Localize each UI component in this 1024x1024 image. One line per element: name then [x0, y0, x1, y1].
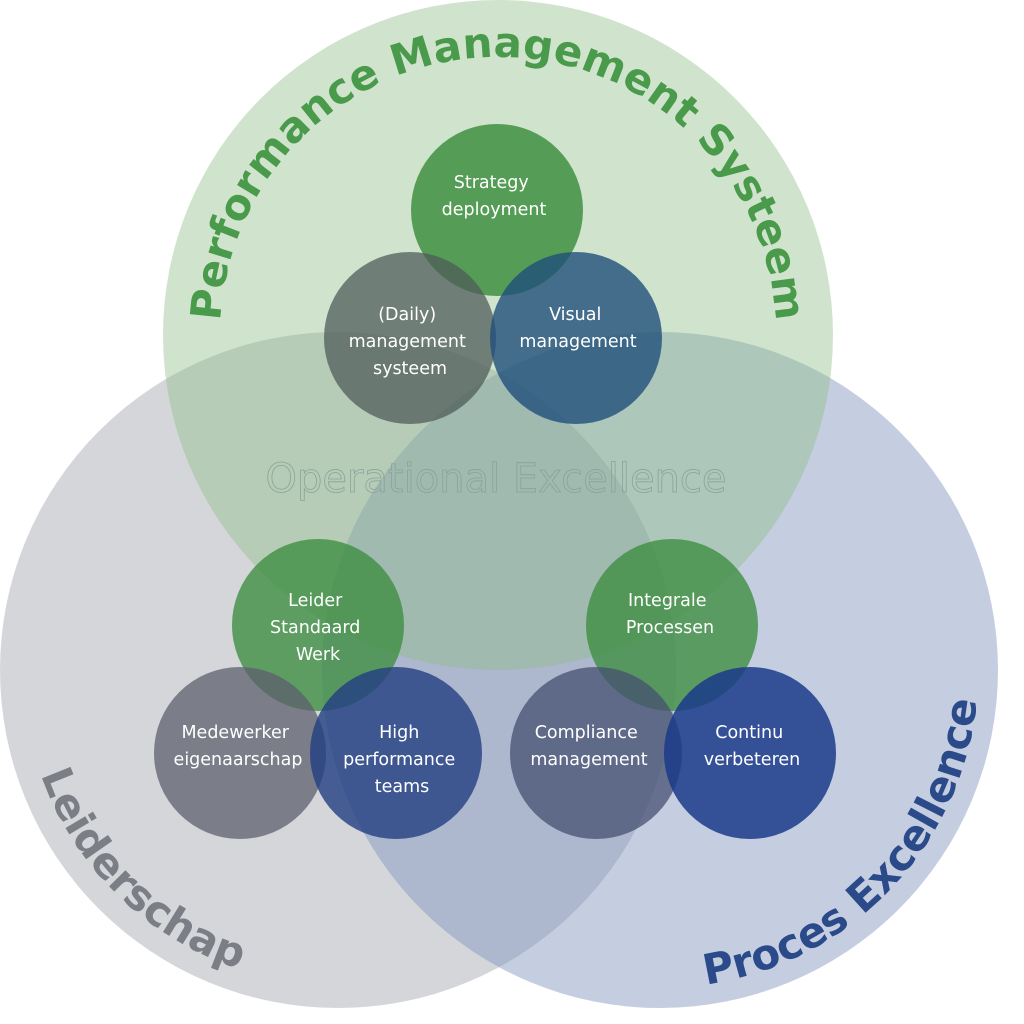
leider-standaard-werk-circle [232, 539, 404, 711]
strategy-deployment-label: Strategy deployment [442, 173, 547, 220]
medewerker-eigenaarschap-circle [154, 667, 326, 839]
visual-management-label: Visual management [519, 305, 636, 352]
medewerker-eigenaarschap-label: Medewerker eigenaarschap [174, 723, 303, 770]
daily-management-label: (Daily) management systeem [349, 305, 472, 379]
integrale-processen-circle [586, 539, 758, 711]
leider-standaard-werk-label: Leider Standaard Werk [270, 591, 366, 665]
compliance-management-circle [510, 667, 682, 839]
compliance-management-label: Compliance management [530, 723, 647, 770]
integrale-processen-label: Integrale Processen [626, 591, 714, 638]
strategy-deployment-circle [411, 124, 583, 296]
high-performance-teams-circle [310, 667, 482, 839]
visual-management-circle [490, 252, 662, 424]
continu-verbeteren-label: Continu verbeteren [704, 723, 801, 770]
continu-verbeteren-circle [664, 667, 836, 839]
high-performance-teams-label: High performance teams [343, 723, 461, 797]
operational-excellence-title: Operational Excellence [265, 456, 726, 502]
daily-management-circle [324, 252, 496, 424]
